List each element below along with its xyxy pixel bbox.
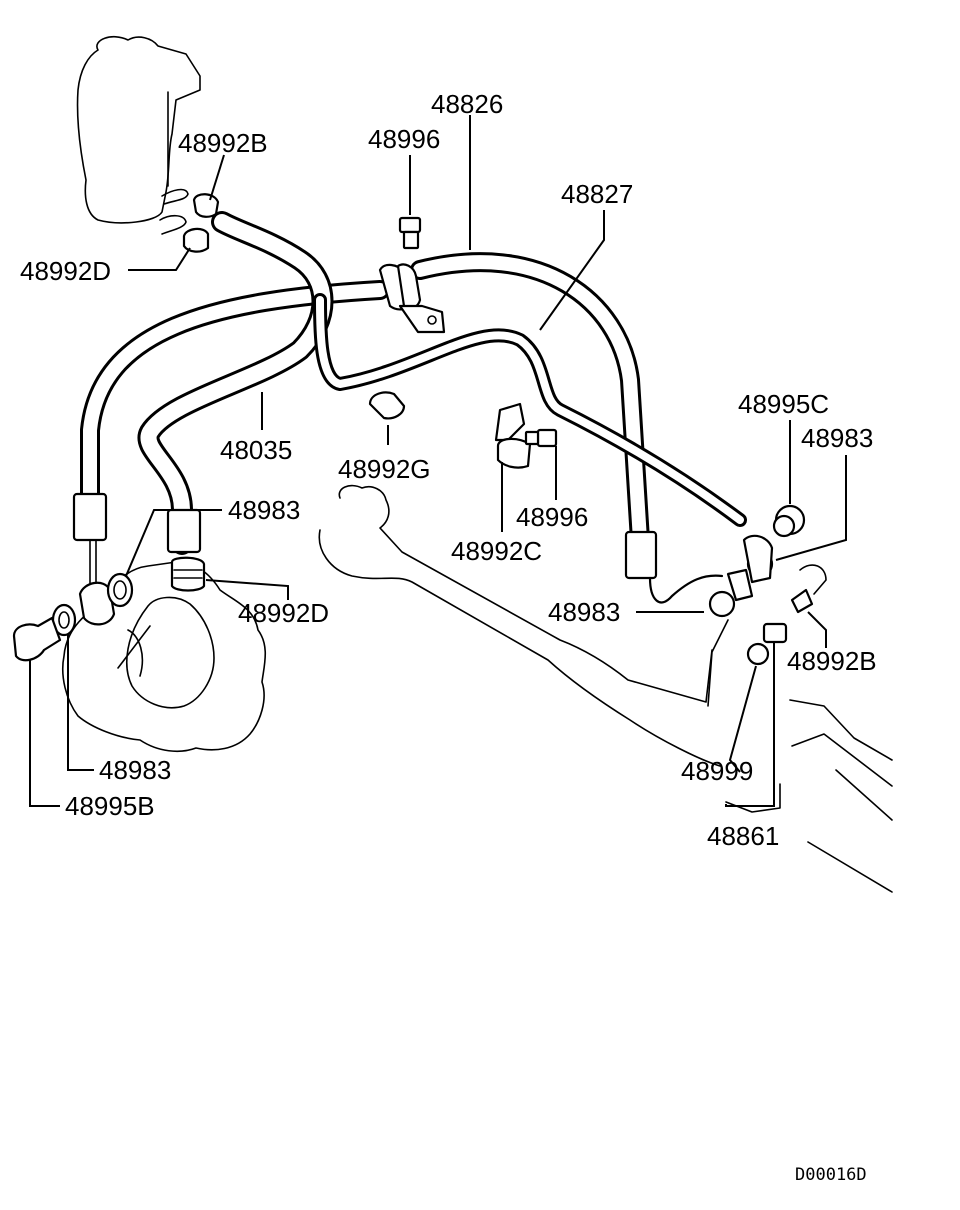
part-labels: 48826 48996 48992B 48827 48992D 48035 48…	[20, 89, 877, 851]
label-48983-left: 48983	[228, 495, 300, 525]
diagram-reference-code: D00016D	[795, 1165, 867, 1185]
label-48996-mid: 48996	[516, 502, 588, 532]
clip-reservoir-upper	[192, 193, 220, 218]
washer-pump	[106, 572, 134, 608]
label-48861: 48861	[707, 821, 779, 851]
bracket-48992c	[494, 402, 532, 469]
gear-port-fitting	[726, 534, 774, 602]
label-48983-bottom: 48983	[99, 755, 171, 785]
label-48826: 48826	[431, 89, 503, 119]
hose-48035	[137, 211, 334, 555]
leader-lines	[29, 115, 847, 807]
return-hose-clamp	[790, 564, 827, 614]
clip-48992g	[368, 391, 406, 420]
return-pipe-fitting	[746, 622, 788, 666]
label-48992d-bottom: 48992D	[238, 598, 329, 628]
label-48999: 48999	[681, 756, 753, 786]
washer-gear-lower	[708, 590, 736, 618]
reservoir-tank	[76, 35, 201, 235]
label-48992c: 48992C	[451, 536, 542, 566]
bolt-mid	[524, 428, 558, 448]
hose-clamp-bracket	[378, 263, 446, 334]
bolt-top	[398, 216, 422, 250]
pump-inlet-clamp	[170, 556, 206, 592]
eye-bolt-gear	[772, 504, 806, 538]
label-48035: 48035	[220, 435, 292, 465]
label-48992b-right: 48992B	[787, 646, 877, 676]
eye-bolt-pump	[12, 616, 62, 662]
steering-gear-box	[318, 484, 893, 893]
label-48983-mid: 48983	[548, 597, 620, 627]
eye-fitting-pump	[78, 581, 116, 626]
label-48995b: 48995B	[65, 791, 155, 821]
label-48983-right: 48983	[801, 423, 873, 453]
pipe-48827	[313, 293, 747, 527]
label-48992d-top: 48992D	[20, 256, 111, 286]
clip-reservoir-lower	[182, 227, 210, 253]
label-48996-top: 48996	[368, 124, 440, 154]
label-48995c: 48995C	[738, 389, 829, 419]
label-48827: 48827	[561, 179, 633, 209]
label-48992b-top: 48992B	[178, 128, 268, 158]
power-steering-pump	[61, 561, 267, 753]
label-48992g: 48992G	[338, 454, 431, 484]
